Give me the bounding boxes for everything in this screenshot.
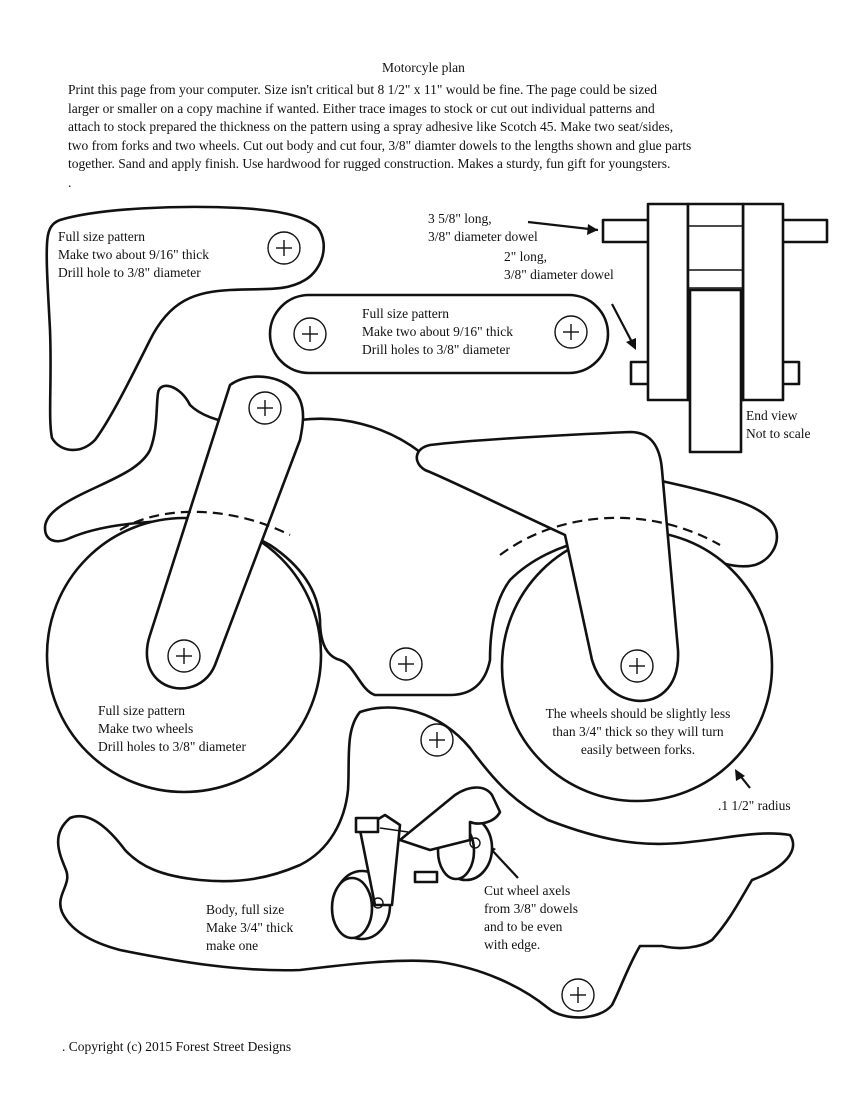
end-view-label: End view Not to scale xyxy=(746,408,811,441)
intro-line: . xyxy=(68,174,72,190)
end-view-side-left xyxy=(646,202,690,402)
intro-instructions: Print this page from your computer. Size… xyxy=(68,81,848,192)
end-view-side-right xyxy=(741,202,785,402)
seat-block xyxy=(415,430,680,703)
body-label: Body, full size Make 3/4" thick make one xyxy=(206,902,294,953)
intro-line: Print this page from your computer. Size… xyxy=(68,82,657,97)
assembled-motorcycle-illustration xyxy=(330,786,502,941)
long-dowel-label: 3 5/8" long, 3/8" diameter dowel xyxy=(428,211,538,244)
intro-line: larger or smaller on a copy machine if w… xyxy=(68,100,655,116)
axel-note: Cut wheel axels from 3/8" dowels and to … xyxy=(484,883,578,952)
wheel-pattern-label: Full size pattern Make two wheels Drill … xyxy=(98,703,246,754)
page-title: Motorcyle plan xyxy=(382,60,465,75)
body-pattern xyxy=(56,706,795,1019)
intro-line: attach to stock prepared the thickness o… xyxy=(68,119,674,134)
short-dowel-label: 2" long, 3/8" diameter dowel xyxy=(504,249,614,282)
intro-line: two from forks and two wheels. Cut out b… xyxy=(68,137,692,153)
radius-note: .1 1/2" radius xyxy=(718,798,791,813)
seat-pattern xyxy=(45,205,326,452)
drill-holes xyxy=(167,231,654,1012)
fork-pattern xyxy=(268,293,610,375)
wheel-thickness-note: The wheels should be slightly less than … xyxy=(545,706,731,757)
seat-pattern-label: Full size pattern Make two about 9/16" t… xyxy=(58,229,209,280)
fork-pattern-label: Full size pattern Make two about 9/16" t… xyxy=(362,306,513,357)
front-fork xyxy=(145,375,305,690)
end-view-wheel xyxy=(688,288,743,454)
intro-line: together. Sand and apply finish. Use har… xyxy=(68,156,671,171)
copyright: . Copyright (c) 2015 Forest Street Desig… xyxy=(62,1039,292,1054)
